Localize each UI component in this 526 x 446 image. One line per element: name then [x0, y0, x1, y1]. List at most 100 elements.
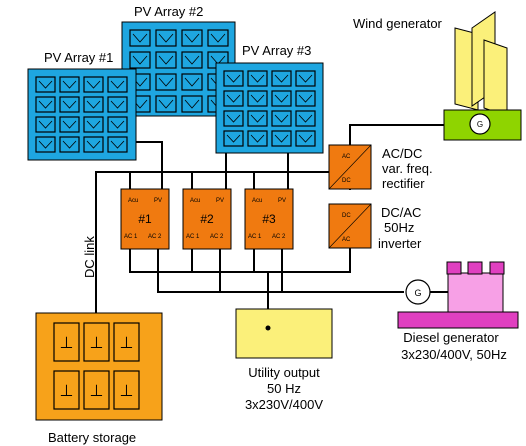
diesel-base: [397, 311, 519, 329]
inverter-1-acu: Acu: [128, 198, 138, 204]
pv-cell-mark: [184, 77, 200, 87]
inverter-50hz-diagonal: [328, 203, 372, 249]
pv-cell-mark: [250, 94, 265, 103]
pv-cell: [247, 70, 268, 87]
pv-cell: [59, 136, 80, 153]
pv-cell-mark: [184, 55, 200, 65]
battery-cell: [53, 322, 80, 362]
pv-cell: [107, 76, 128, 93]
pv-cell: [35, 136, 56, 153]
pv-cell: [155, 95, 177, 113]
inverter-label-2: 50Hz: [384, 220, 414, 235]
inverter-3-acu: Acu: [252, 198, 262, 204]
inverter-1-pv: PV: [154, 198, 162, 204]
pv-cell: [247, 110, 268, 127]
diesel-cylinder-3: [489, 261, 505, 275]
pv-cell-mark: [62, 80, 77, 89]
pv-cell-mark: [298, 74, 313, 83]
pv-cell-mark: [38, 100, 53, 109]
pv-cell: [295, 90, 316, 107]
pv-cell-mark: [62, 120, 77, 129]
pv-cell-mark: [110, 140, 125, 149]
inverter-50hz-dc: DC: [342, 213, 351, 219]
wire-ac2-bus: [157, 248, 404, 293]
utility-label-3: 3x230V/400V: [245, 397, 323, 412]
pv-cell: [207, 29, 229, 47]
dc-link-label: DC link: [82, 236, 97, 278]
inverter-3: Acu PV #3 AC 1 AC 2: [244, 188, 294, 250]
pv-cell-mark: [226, 94, 241, 103]
pv-cell: [223, 130, 244, 147]
inverter-1: Acu PV #1 AC 1 AC 2: [120, 188, 170, 250]
diesel-engine-body: [447, 272, 504, 313]
pv-cell-mark: [184, 99, 200, 109]
rectifier-dc: DC: [342, 178, 351, 184]
pv-cell: [295, 110, 316, 127]
pv-cell: [271, 90, 292, 107]
diesel-label-2: 3x230/400V, 50Hz: [401, 347, 507, 362]
inverter-2-box: [182, 188, 232, 250]
pv-cell-mark: [158, 99, 174, 109]
pv-cell-mark: [38, 80, 53, 89]
inverter-2-ac2: AC 2: [210, 234, 224, 240]
inverter-label-1: DC/AC: [381, 205, 421, 220]
diesel-generator-g: G: [414, 288, 421, 298]
battery-cell-symbol: ⊥: [90, 381, 104, 400]
pv-cell: [129, 51, 151, 69]
battery-cell: [113, 370, 140, 410]
pv-cell-mark: [62, 100, 77, 109]
pv-cell: [223, 110, 244, 127]
pv-array-3-cells: [223, 70, 316, 147]
pv-cell-mark: [226, 74, 241, 83]
pv-cell-mark: [226, 114, 241, 123]
battery-cell-symbol: ⊥: [120, 333, 134, 352]
battery-cell-symbol: ⊥: [60, 381, 74, 400]
inverter-1-box: [120, 188, 170, 250]
wind-generator-symbol: [469, 113, 491, 135]
battery-cell-symbol: ⊥: [90, 333, 104, 352]
pv-cell-mark: [132, 33, 148, 43]
pv-cell: [223, 90, 244, 107]
pv-cell: [247, 130, 268, 147]
inverter-label-3: inverter: [378, 236, 422, 251]
inverter-2-number: #2: [200, 212, 214, 226]
pv-cell: [271, 110, 292, 127]
wind-blade-side: [483, 39, 508, 117]
pv-cell: [35, 96, 56, 113]
pv-cell-mark: [132, 55, 148, 65]
inverter-1-number: #1: [138, 212, 152, 226]
pv-cell-mark: [274, 114, 289, 123]
inverter-3-number: #3: [262, 212, 276, 226]
pv-array-3-label: PV Array #3: [242, 43, 311, 58]
utility-output-box: [235, 308, 333, 359]
utility-switch-pivot: [265, 325, 271, 331]
rectifier-label-1: AC/DC: [382, 146, 422, 161]
pv-cell-mark: [62, 140, 77, 149]
rectifier-ac: AC: [342, 154, 351, 160]
pv-cell-mark: [250, 134, 265, 143]
inverter-3-ac2: AC 2: [272, 234, 286, 240]
pv-cell: [83, 76, 104, 93]
inverter-1-ac2: AC 2: [148, 234, 162, 240]
pv-array-1-label: PV Array #1: [44, 50, 113, 65]
wind-turbine-icon: [454, 11, 508, 117]
rectifier-label-3: rectifier: [382, 176, 425, 191]
pv-cell-mark: [250, 114, 265, 123]
battery-cell: [113, 322, 140, 362]
battery-storage-label: Battery storage: [48, 430, 136, 445]
pv-cell-mark: [158, 55, 174, 65]
pv-cell: [107, 116, 128, 133]
pv-cell-mark: [86, 120, 101, 129]
pv-array-2: [121, 21, 236, 117]
pv-cell: [35, 76, 56, 93]
inverter-2-ac1: AC 1: [186, 234, 200, 240]
pv-cell: [295, 70, 316, 87]
inverter-50hz-ac: AC: [342, 237, 351, 243]
battery-cell-symbol: ⊥: [60, 333, 74, 352]
pv-cell-mark: [298, 134, 313, 143]
pv-cell: [181, 95, 203, 113]
wind-generator-label: Wind generator: [353, 16, 443, 31]
pv-cell-mark: [110, 120, 125, 129]
